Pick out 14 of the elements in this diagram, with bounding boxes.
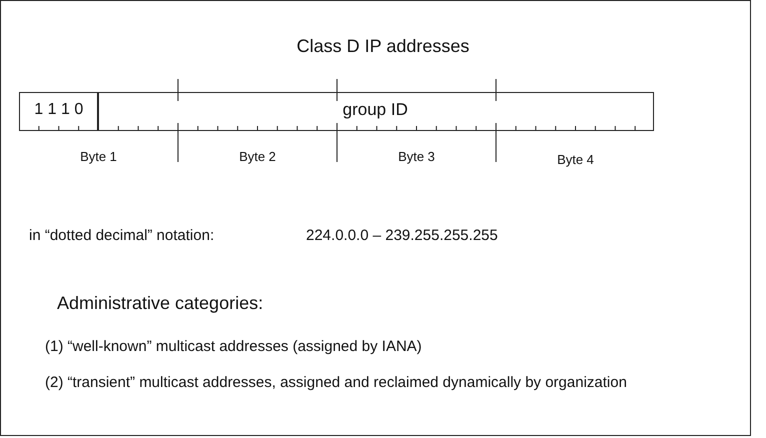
address-range: 224.0.0.0 – 239.255.255.255: [306, 227, 498, 244]
field-label: group ID: [342, 100, 409, 120]
byte-label: Byte 1: [79, 149, 118, 164]
section-heading: Administrative categories:: [57, 293, 264, 314]
diagram-title: Class D IP addresses: [296, 36, 470, 57]
field-box: [97, 92, 654, 131]
byte-label: Byte 2: [238, 149, 277, 164]
field-label: 1 1 1 0: [33, 101, 84, 119]
notation-label: in “dotted decimal” notation:: [29, 227, 214, 244]
list-item: (2) “transient” multicast addresses, assigned and reclaimed dynamically by organization: [45, 373, 628, 393]
byte-label: Byte 3: [397, 149, 436, 164]
prefix-field: [19, 92, 98, 131]
list-item: (1) “well-known” multicast addresses (assigned by IANA): [45, 338, 422, 355]
byte-label: Byte 4: [556, 152, 595, 167]
